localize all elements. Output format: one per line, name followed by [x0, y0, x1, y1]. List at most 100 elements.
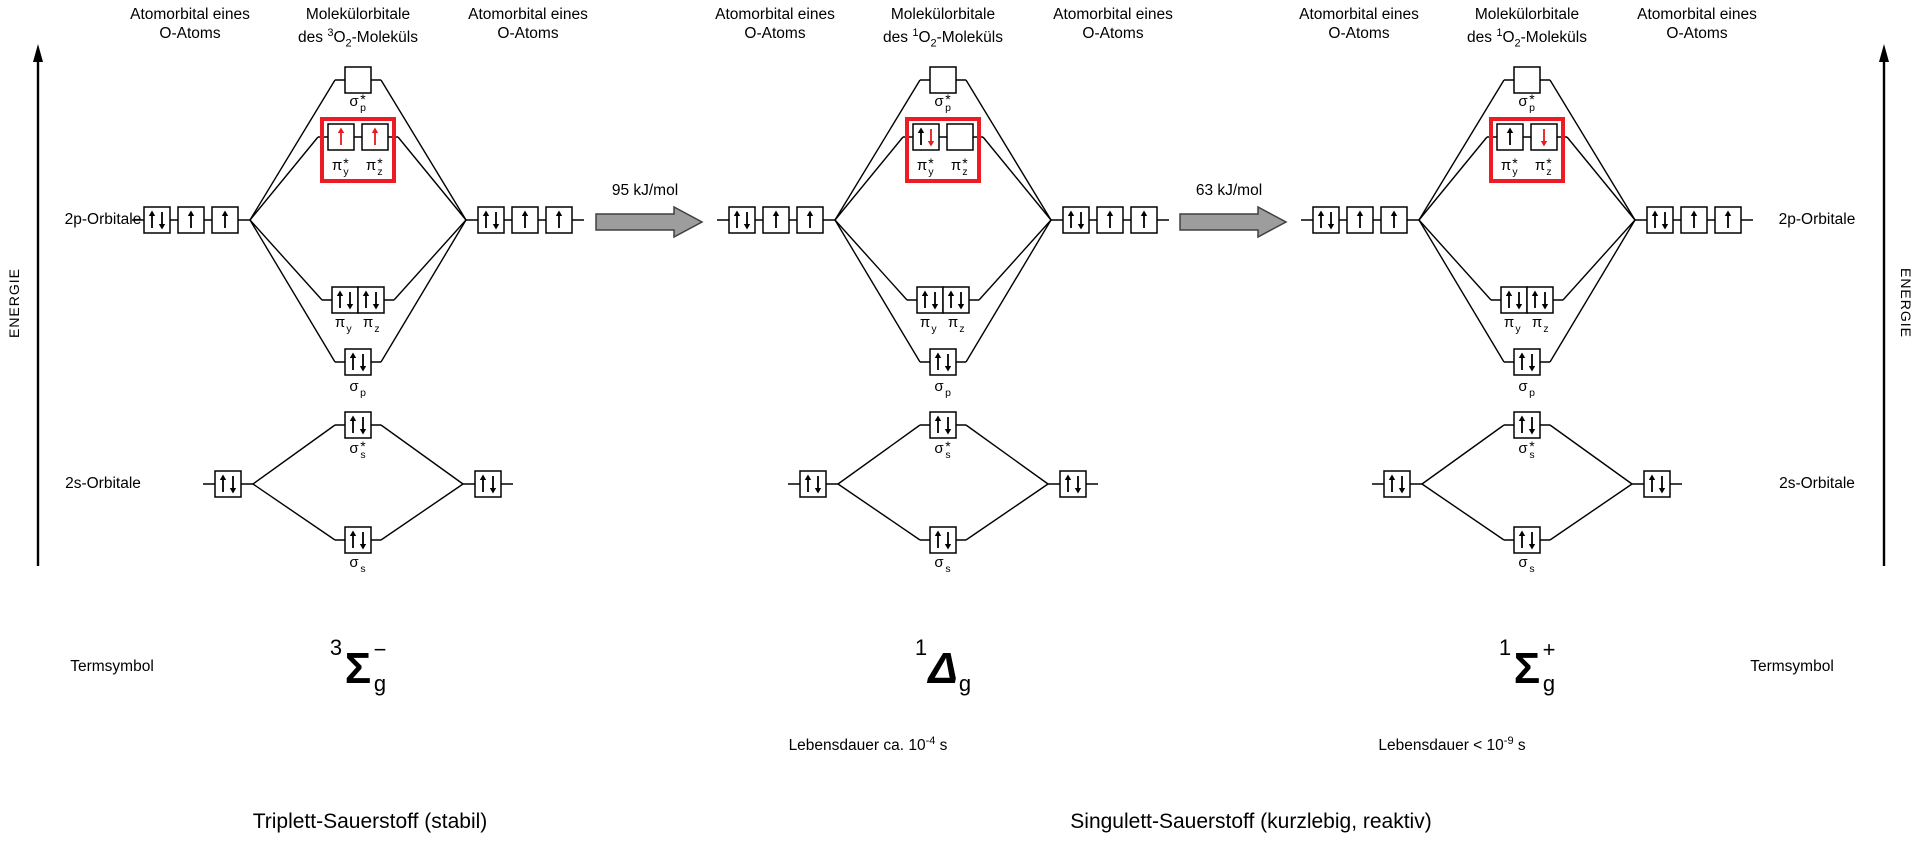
spin-up-arrow-head [1388, 474, 1396, 480]
spin-up-arrow-head [482, 210, 490, 216]
level-line [249, 79, 336, 221]
spin-up-arrow-head [733, 210, 741, 216]
spin-down-arrow-head [359, 429, 367, 435]
spin-up-arrow-head [1690, 210, 1698, 216]
svg-text:−: − [374, 637, 387, 662]
sigma-p-star-box [344, 66, 372, 94]
svg-text:*: * [945, 91, 951, 107]
svg-text:*: * [945, 438, 951, 454]
spin-up-arrow-head [1390, 210, 1398, 216]
atomic-2p-orbital-box [1346, 206, 1374, 234]
row-label-2p-right: 2p-Orbitale [1778, 211, 1856, 228]
svg-text:p: p [945, 387, 951, 399]
svg-text:σ: σ [1518, 378, 1528, 395]
svg-text:*: * [1512, 155, 1518, 171]
svg-text:σ: σ [934, 93, 944, 110]
energy-axis-label-right: ENERGIE [1898, 267, 1914, 338]
svg-text:*: * [360, 91, 366, 107]
spin-up-arrow-head [934, 415, 942, 421]
spin-down-arrow-head [1658, 488, 1666, 494]
svg-text:+: + [1543, 637, 1556, 662]
svg-text:σ: σ [349, 554, 359, 571]
energy-axis-arrowhead [33, 44, 43, 62]
level-line [1562, 219, 1636, 301]
pi-z-box [942, 286, 970, 314]
spin-up-arrow-head [349, 530, 357, 536]
svg-text:s: s [1529, 449, 1534, 461]
spin-up-arrow-head [1064, 474, 1072, 480]
spin-down-arrow-head [944, 429, 952, 435]
svg-text:π: π [951, 157, 961, 174]
spin-down-arrow-head [359, 544, 367, 550]
svg-text:p: p [945, 102, 951, 114]
spin-up-arrow-head [1506, 127, 1514, 133]
svg-text:σ: σ [349, 378, 359, 395]
excited-electrons-highlight [1489, 117, 1565, 183]
spin-up-arrow-head [934, 352, 942, 358]
svg-text:z: z [1546, 166, 1551, 178]
row-label-2s-right: 2s-Orbitale [1779, 475, 1855, 492]
sigma-s-box [1513, 526, 1541, 554]
spin-up-arrow-head [349, 352, 357, 358]
svg-text:s: s [360, 449, 365, 461]
svg-text:σ: σ [934, 554, 944, 571]
pi-y-star-box [912, 123, 940, 151]
spin-down-arrow-head [229, 488, 237, 494]
spin-up-arrow-head [221, 210, 229, 216]
level-line [249, 219, 323, 301]
spin-up-arrow-head [362, 290, 370, 296]
level-line [982, 136, 1052, 221]
atomic-2s-orbital-box [474, 470, 502, 498]
lifetime-label: Lebensdauer ca. 10-4 s [788, 735, 948, 755]
svg-text:σ: σ [934, 440, 944, 457]
spin-up-arrow-head [947, 290, 955, 296]
svg-text:1: 1 [915, 635, 927, 660]
spin-down-arrow-head [957, 304, 965, 310]
sigma-p-star-box [929, 66, 957, 94]
svg-text:z: z [962, 166, 967, 178]
svg-text:*: * [1546, 155, 1552, 171]
sigma-s-star-box [929, 411, 957, 439]
spin-up-arrow-head [806, 210, 814, 216]
term-symbol-caption-right: Termsymbol [1750, 658, 1834, 675]
spin-up-arrow-head [555, 210, 563, 216]
level-line [380, 424, 464, 485]
level-line [1418, 136, 1488, 221]
sigma-p-box [929, 348, 957, 376]
level-line [837, 424, 921, 485]
energy-axis-arrowhead [1879, 44, 1889, 62]
level-line [252, 483, 336, 541]
spin-up-arrow-head [804, 474, 812, 480]
sigma-s-star-box [344, 411, 372, 439]
atomic-2s-orbital-box [1383, 470, 1411, 498]
svg-text:p: p [1529, 102, 1535, 114]
row-label-2s-left: 2s-Orbitale [65, 475, 141, 492]
svg-text:y: y [928, 166, 934, 178]
svg-text:s: s [1529, 563, 1534, 575]
level-line [380, 219, 467, 363]
level-line [834, 219, 908, 301]
spin-down-arrow-head [346, 304, 354, 310]
spin-down-arrow-head [1398, 488, 1406, 494]
excited-electrons-highlight [905, 117, 981, 183]
spin-down-arrow-head [944, 366, 952, 372]
svg-text:σ: σ [1518, 554, 1528, 571]
excited-electrons-highlight [320, 117, 396, 183]
svg-text:*: * [928, 155, 934, 171]
spin-up-arrow-head [1648, 474, 1656, 480]
spin-up-arrow-head [772, 210, 780, 216]
spin-up-arrow-head [1505, 290, 1513, 296]
level-line [380, 483, 464, 541]
svg-text:Σ: Σ [345, 644, 371, 693]
spin-down-arrow-head [944, 544, 952, 550]
